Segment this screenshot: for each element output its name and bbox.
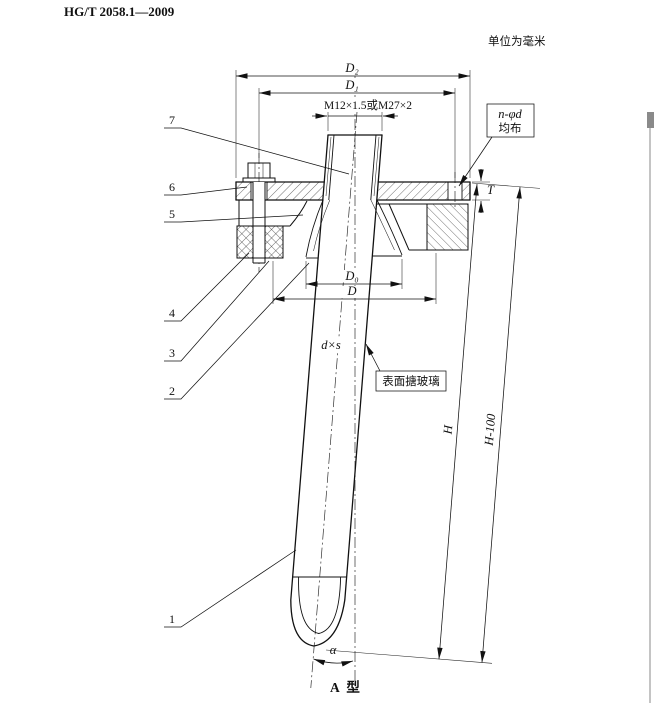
- callout-bolt-holes: n-φd 均布: [458, 103, 535, 187]
- tube-outer-wall: [290, 134, 383, 647]
- tube-inner-bottom-cap: [298, 576, 342, 634]
- dim-h: H H-100: [325, 182, 541, 664]
- svg-text:2: 2: [169, 384, 175, 398]
- dim-d: D: [272, 253, 437, 304]
- item-callout-5: 5: [164, 207, 304, 223]
- svg-text:1: 1: [169, 612, 175, 626]
- callout-surface: 表面搪玻璃: [365, 343, 447, 392]
- standard-number: HG/T 2058.1—2009: [64, 4, 175, 19]
- svg-text:7: 7: [169, 113, 175, 127]
- type-caption: A 型: [330, 679, 362, 695]
- scan-edge: [647, 112, 654, 703]
- item-callout-1: 1: [164, 549, 297, 628]
- surface-note-label: 表面搪玻璃: [382, 374, 440, 388]
- bolt-assembly: [242, 162, 276, 264]
- item-callout-2: 2: [164, 262, 310, 400]
- holes-label: n-φd: [498, 107, 522, 121]
- dim-d2: D₂: [235, 61, 471, 178]
- dim-thread: M12×1.5或M27×2: [312, 98, 418, 131]
- dim-label-d1: D₁: [344, 78, 358, 92]
- svg-text:5: 5: [169, 207, 175, 221]
- dim-d1: D₁: [258, 78, 456, 178]
- dim-d0: D₀: [305, 259, 403, 289]
- dim-label-h100: H-100: [482, 412, 499, 447]
- units-note: 单位为毫米: [488, 34, 546, 48]
- section-hatching: [236, 182, 470, 258]
- item-callout-6: 6: [164, 180, 248, 196]
- dim-label-d2: D₂: [344, 61, 359, 75]
- holes-leader: [458, 136, 493, 187]
- dim-label-d0: D₀: [344, 269, 358, 283]
- svg-text:6: 6: [169, 180, 175, 194]
- dim-label-dxs: d×s: [321, 338, 341, 352]
- svg-text:3: 3: [169, 346, 175, 360]
- svg-text:4: 4: [169, 306, 175, 320]
- thread-spec-label: M12×1.5或M27×2: [324, 99, 412, 112]
- item-callout-4: 4: [164, 252, 250, 322]
- dim-label-h: H: [441, 424, 456, 436]
- tube-inner-wall-right: [370, 134, 377, 201]
- item-callouts: 7 6 5 4 3 2 1: [164, 113, 350, 628]
- dim-label-t: T: [487, 183, 495, 197]
- tube-inner-wall-left: [328, 134, 335, 201]
- thermowell-tube: [290, 134, 383, 647]
- tube-axis-centerline: [310, 111, 358, 689]
- dim-label-alpha: α: [330, 643, 337, 657]
- item-callout-7: 7: [164, 113, 350, 175]
- bolt-shaft: [252, 182, 266, 263]
- clamp-left: [236, 200, 308, 259]
- holes-note-label: 均布: [499, 122, 522, 135]
- tube-flare: [305, 199, 403, 259]
- item-callout-3: 3: [164, 260, 270, 362]
- dim-dxs: d×s: [314, 338, 348, 352]
- centerlines: [258, 62, 456, 689]
- dim-label-d: D: [346, 284, 356, 298]
- clamp-nut-section: [236, 225, 284, 259]
- surface-leader: [365, 343, 381, 372]
- thread-lines: [325, 136, 380, 197]
- dim-alpha: α: [313, 643, 354, 667]
